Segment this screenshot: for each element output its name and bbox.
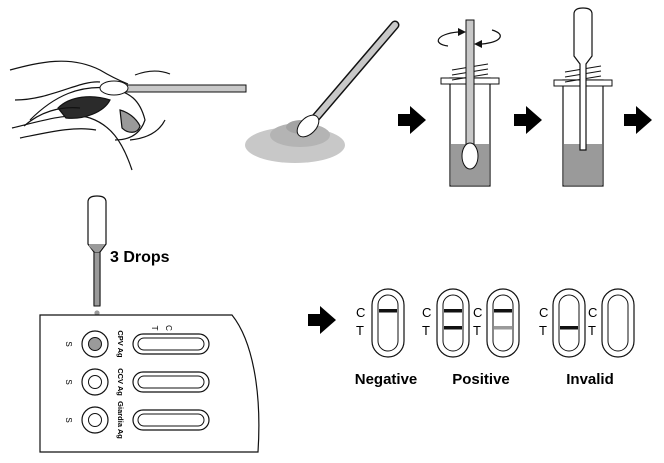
invalid-t-letter-1: T — [539, 323, 547, 338]
negative-t-letter: T — [356, 323, 364, 338]
test-cassette: S S S CPV Ag CCV Ag Giardia Ag C T — [39, 314, 260, 453]
result-invalid-strip-2 — [601, 288, 635, 358]
sample-well-2 — [81, 368, 109, 396]
positive-c-letter-2: C — [473, 305, 482, 320]
sample-well-3 — [81, 406, 109, 434]
result-invalid-strip-1 — [552, 288, 586, 358]
dropper-three-drops — [87, 195, 107, 325]
drops-label: 3 Drops — [110, 249, 170, 266]
arrow-right-icon — [514, 106, 542, 134]
result-window-3 — [132, 409, 210, 431]
result-positive-strip-1 — [436, 288, 470, 358]
tube-with-dropper — [553, 7, 613, 187]
result-negative-strip — [371, 288, 405, 358]
rotate-arrows-icon — [437, 28, 501, 48]
swab-stick-eye — [99, 80, 247, 96]
invalid-c-letter-2: C — [588, 305, 597, 320]
positive-t-letter-2: T — [473, 323, 481, 338]
invalid-t-letter-2: T — [588, 323, 596, 338]
sample-label-3: S — [64, 417, 73, 422]
positive-t-letter-1: T — [422, 323, 430, 338]
positive-c-letter-1: C — [422, 305, 431, 320]
analyte-label-ccv: CCV Ag — [116, 368, 125, 396]
result-window-2 — [132, 371, 210, 393]
analyte-label-cpv: CPV Ag — [116, 330, 125, 358]
sample-well-1 — [81, 330, 109, 358]
cassette-line-t-label: T — [150, 326, 159, 331]
result-positive-strip-2 — [486, 288, 520, 358]
negative-c-letter: C — [356, 305, 365, 320]
tube-with-swab — [440, 19, 500, 187]
arrow-right-icon — [308, 306, 336, 334]
result-window-1 — [132, 333, 210, 355]
arrow-right-icon — [398, 106, 426, 134]
analyte-label-giardia: Giardia Ag — [116, 401, 125, 439]
sample-puddle-illustration — [245, 120, 345, 163]
sample-label-1: S — [64, 341, 73, 346]
negative-label: Negative — [355, 371, 418, 388]
sample-label-2: S — [64, 379, 73, 384]
cassette-line-c-label: C — [164, 325, 173, 331]
positive-label: Positive — [452, 371, 510, 388]
invalid-label: Invalid — [566, 371, 614, 388]
invalid-c-letter-1: C — [539, 305, 548, 320]
swab-stick-sample — [296, 20, 400, 138]
eye-swab-illustration — [9, 60, 171, 171]
arrow-right-icon — [624, 106, 652, 134]
